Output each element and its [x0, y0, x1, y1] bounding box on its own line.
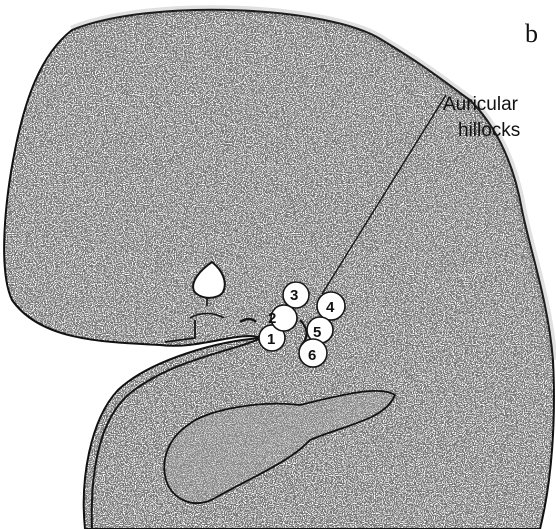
hillock-2-label: 2 — [268, 310, 276, 327]
panel-label: b — [525, 19, 538, 48]
hillock-6-label: 6 — [308, 347, 316, 364]
hillocks-label-line-2: hillocks — [458, 120, 520, 141]
hillocks-label-line-1: Auricular — [443, 94, 519, 115]
hillock-5-label: 5 — [313, 324, 321, 341]
hillock-1-label: 1 — [267, 331, 275, 348]
hillock-3-label: 3 — [290, 287, 298, 304]
hillock-4-label: 4 — [326, 299, 335, 316]
